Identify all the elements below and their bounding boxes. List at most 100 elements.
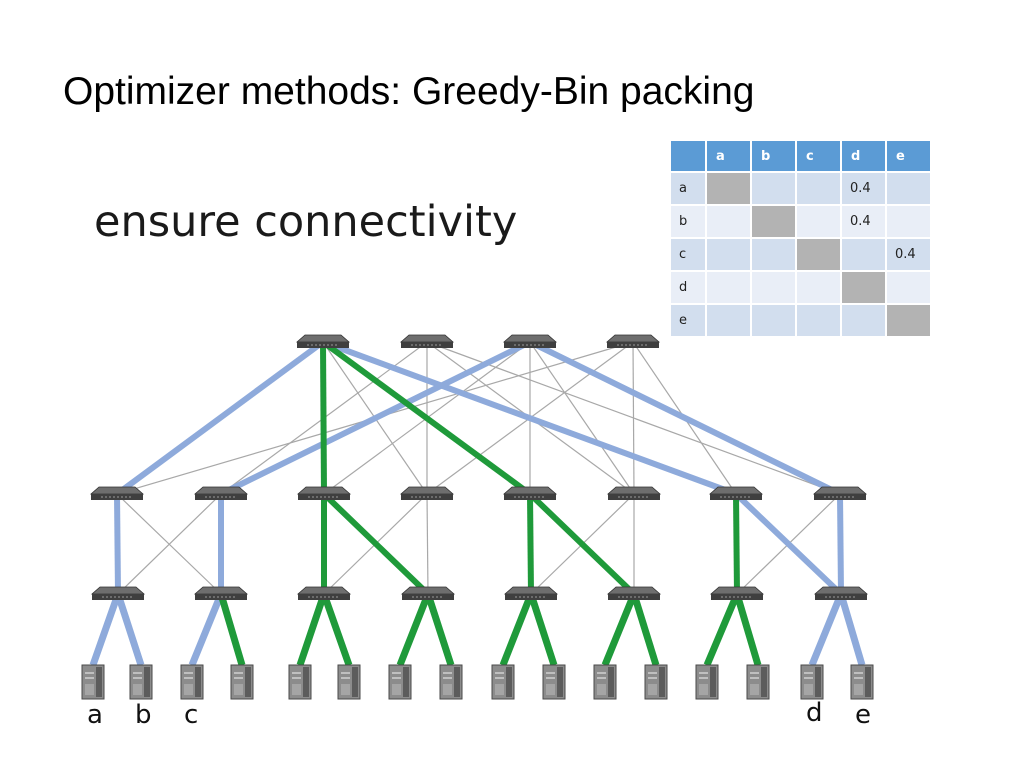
server-icon (337, 664, 361, 700)
matrix-cell (795, 303, 842, 338)
slide-subtitle: ensure connectivity (94, 197, 518, 247)
aggregation-switch-icon (812, 486, 868, 500)
aggregation-switch-icon (89, 486, 145, 500)
core-agg-link-blue (115, 339, 325, 497)
edge-server-link-green (499, 592, 535, 667)
edge-server-link-blue (808, 592, 845, 667)
host-label-e: e (855, 700, 871, 730)
server-icon (81, 664, 105, 700)
matrix-row: e (669, 303, 932, 338)
matrix-cell (840, 270, 887, 305)
matrix-cell (750, 204, 797, 239)
matrix-cell: 0.4 (885, 237, 932, 272)
core-switch-icon (605, 334, 661, 348)
host-label-d: d (806, 698, 823, 728)
edge-switch-icon (503, 586, 559, 600)
matrix-cell (885, 303, 932, 338)
matrix-col-header: d (840, 139, 887, 173)
matrix-corner-cell (669, 139, 707, 173)
core-agg-link-green (320, 341, 327, 495)
edge-switch-icon (606, 586, 662, 600)
matrix-cell (750, 303, 797, 338)
edge-server-link-blue (837, 593, 866, 666)
agg-edge-link-blue (733, 491, 844, 597)
server-icon (593, 664, 617, 700)
aggregation-switch-icon (193, 486, 249, 500)
matrix-cell (705, 303, 752, 338)
aggregation-switch-icon (296, 486, 352, 500)
agg-edge-link-green (733, 493, 740, 595)
edge-switch-icon (296, 586, 352, 600)
core-agg-link-blue (528, 339, 842, 497)
aggregation-switch-icon (502, 486, 558, 500)
edge-switch-icon (193, 586, 249, 600)
matrix-row: a 0.4 (669, 171, 932, 206)
matrix-cell (840, 303, 887, 338)
matrix-col-header: b (750, 139, 797, 173)
edge-server-link-green (424, 592, 455, 667)
matrix-header-row: a b c d e (669, 139, 932, 173)
matrix-cell (840, 237, 887, 272)
traffic-matrix: a b c d e a 0.4 b 0.4 c (669, 139, 932, 338)
edge-server-link-green (703, 592, 741, 667)
agg-edge-link-blue (114, 493, 121, 595)
core-switch-icon (399, 334, 455, 348)
matrix-cell (795, 270, 842, 305)
matrix-cell (795, 171, 842, 206)
edge-switch-icon (400, 586, 456, 600)
matrix-cell (750, 171, 797, 206)
edge-server-link-blue (89, 592, 122, 667)
aggregation-switch-icon (708, 486, 764, 500)
edge-switch-icon (709, 586, 765, 600)
matrix-cell: 0.4 (840, 204, 887, 239)
agg-edge-link-green (321, 491, 431, 597)
host-label-b: b (135, 700, 152, 730)
matrix-cell (795, 237, 842, 272)
edge-server-link-green (396, 592, 432, 667)
server-icon (800, 664, 824, 700)
server-icon (129, 664, 153, 700)
server-icon (491, 664, 515, 700)
server-icon (288, 664, 312, 700)
matrix-col-header: c (795, 139, 842, 173)
matrix-col-header: a (705, 139, 752, 173)
server-icon (230, 664, 254, 700)
agg-edge-link (426, 493, 429, 595)
core-switch-icon (295, 334, 351, 348)
edge-switch-icon (90, 586, 146, 600)
matrix-cell (705, 204, 752, 239)
core-agg-link-green (321, 339, 532, 497)
matrix-col-header: e (885, 139, 932, 173)
matrix-row-header: c (669, 237, 707, 272)
edge-server-link-blue (188, 592, 225, 667)
server-icon (850, 664, 874, 700)
edge-server-link-green (601, 592, 638, 667)
matrix-row-header: b (669, 204, 707, 239)
matrix-cell (705, 270, 752, 305)
edge-server-link-green (733, 593, 762, 666)
matrix-cell (885, 270, 932, 305)
aggregation-switch-icon (399, 486, 455, 500)
core-agg-link (632, 341, 635, 495)
matrix-row: c 0.4 (669, 237, 932, 272)
edge-server-link-green (320, 592, 353, 667)
matrix-cell (885, 171, 932, 206)
edge-server-link-blue (114, 592, 145, 667)
matrix-row-header: a (669, 171, 707, 206)
agg-edge-link-green (527, 493, 534, 595)
edge-server-link-green (296, 592, 328, 667)
agg-edge-link-green (527, 491, 637, 597)
server-icon (180, 664, 204, 700)
slide-title: Optimizer methods: Greedy-Bin packing (63, 70, 755, 113)
matrix-row: d (669, 270, 932, 305)
matrix-cell: 0.4 (840, 171, 887, 206)
agg-edge-link-blue (837, 493, 844, 595)
server-icon (439, 664, 463, 700)
server-icon (746, 664, 770, 700)
matrix-cell (795, 204, 842, 239)
matrix-row-header: d (669, 270, 707, 305)
matrix-cell (705, 171, 752, 206)
server-icon (695, 664, 719, 700)
server-icon (388, 664, 412, 700)
